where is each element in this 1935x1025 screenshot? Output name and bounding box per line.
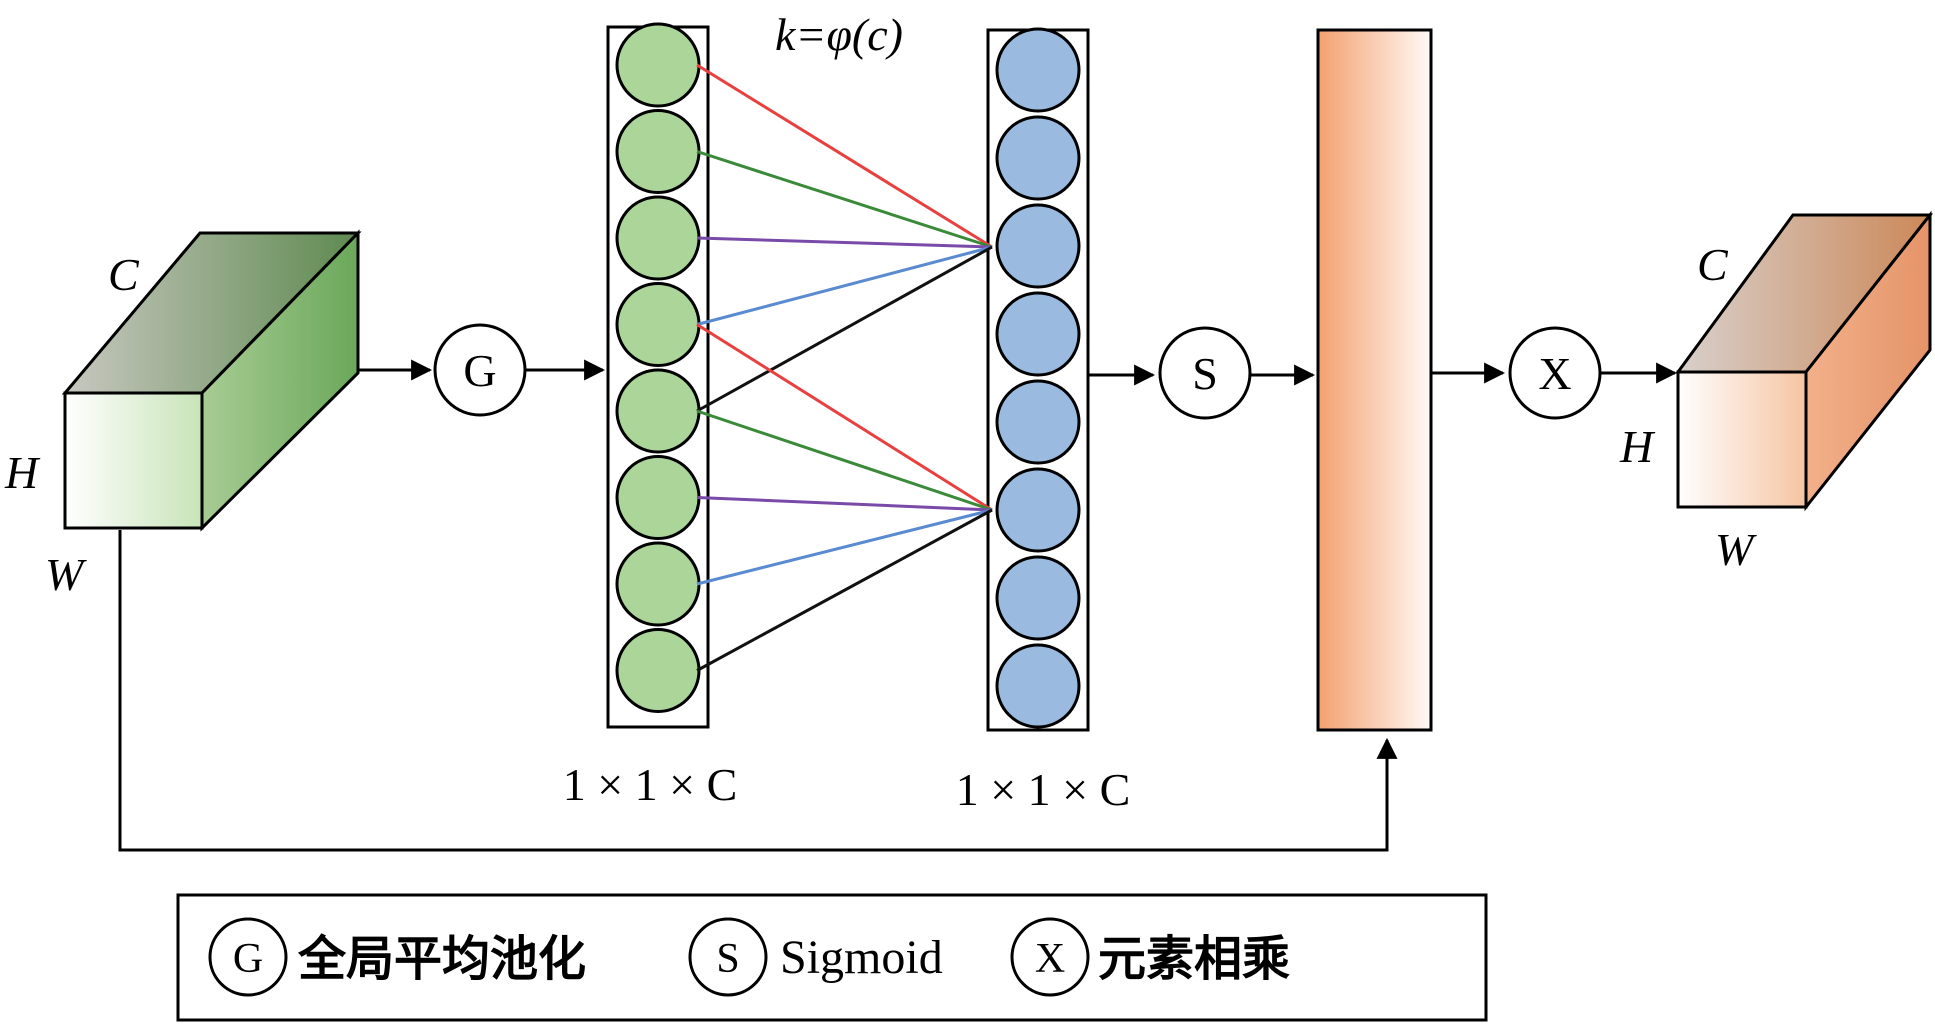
gap-operator: G <box>433 323 527 417</box>
legend: G 全局平均池化 S Sigmoid X 元素相乘 <box>176 893 1488 1022</box>
legend-multiply-symbol: X <box>1035 936 1065 982</box>
output-cube-label-h: H <box>1619 421 1656 472</box>
sigmoid-operator-circle <box>1158 326 1252 420</box>
left-channel-node <box>615 195 701 281</box>
multiply-operator: X <box>1508 326 1602 420</box>
multiply-operator-symbol: X <box>1538 348 1571 399</box>
right-channel-node <box>995 203 1081 289</box>
output-cube-label-w: W <box>1715 524 1757 575</box>
gap-operator-symbol: G <box>463 345 496 396</box>
connection-line <box>696 496 993 512</box>
right-channel-node <box>995 555 1081 641</box>
input-cube-label-c: C <box>108 249 140 300</box>
legend-sigmoid-text: Sigmoid <box>780 931 943 984</box>
legend-sigmoid-circle <box>688 917 768 997</box>
legend-multiply-text: 元素相乘 <box>1098 931 1290 987</box>
input-cube-front <box>63 391 204 530</box>
left-channel-node <box>615 628 701 713</box>
right-channel-node <box>995 643 1081 729</box>
legend-multiply: X 元素相乘 <box>1010 917 1290 997</box>
legend-gap-circle <box>208 917 288 997</box>
output-cube-front <box>1676 370 1808 509</box>
legend-gap: G 全局平均池化 <box>208 917 586 997</box>
right-channel-node <box>995 291 1081 377</box>
kernel-size-label: k=φ(c) <box>775 9 903 60</box>
right-channel-node <box>995 115 1081 201</box>
left-channel-node <box>615 22 701 108</box>
left-channel-nodes <box>615 22 701 713</box>
right-channel-node <box>995 27 1081 113</box>
output-feature-cube: C H W <box>1619 210 1934 575</box>
sigmoid-operator: S <box>1158 326 1252 420</box>
legend-gap-symbol: G <box>233 936 263 982</box>
input-cube-label-w: W <box>45 549 87 600</box>
right-channel-node <box>995 467 1081 553</box>
left-channel-node <box>615 282 701 367</box>
input-cube-label-h: H <box>4 447 41 498</box>
skip-connection <box>118 530 1398 852</box>
local-cross-channel-connections <box>696 63 993 672</box>
connection-line <box>696 236 993 249</box>
legend-gap-text: 全局平均池化 <box>297 931 586 987</box>
left-channel-node <box>615 368 701 454</box>
left-channel-node <box>615 455 701 540</box>
left-channel-node <box>615 109 701 194</box>
output-cube-label-c: C <box>1697 239 1729 290</box>
right-column-dim-label: 1 × 1 × C <box>956 764 1131 815</box>
legend-multiply-circle <box>1010 917 1090 997</box>
sigmoid-operator-symbol: S <box>1192 348 1218 399</box>
connection-line <box>696 508 993 672</box>
legend-sigmoid-symbol: S <box>716 936 739 982</box>
channel-weight-bar <box>1316 28 1433 732</box>
connection-line <box>696 63 993 249</box>
connection-line <box>696 508 993 586</box>
connection-line <box>696 409 993 512</box>
connection-line <box>696 150 993 249</box>
connection-line <box>696 323 993 512</box>
legend-sigmoid: S Sigmoid <box>688 917 943 997</box>
right-channel-node <box>995 379 1081 465</box>
legend-box <box>176 893 1488 1022</box>
left-channel-node <box>615 541 701 627</box>
connection-line <box>696 245 993 413</box>
connection-line <box>696 245 993 326</box>
left-column-dim-label: 1 × 1 × C <box>563 759 738 810</box>
right-channel-nodes <box>995 27 1081 729</box>
input-feature-cube: C H W <box>4 229 362 600</box>
